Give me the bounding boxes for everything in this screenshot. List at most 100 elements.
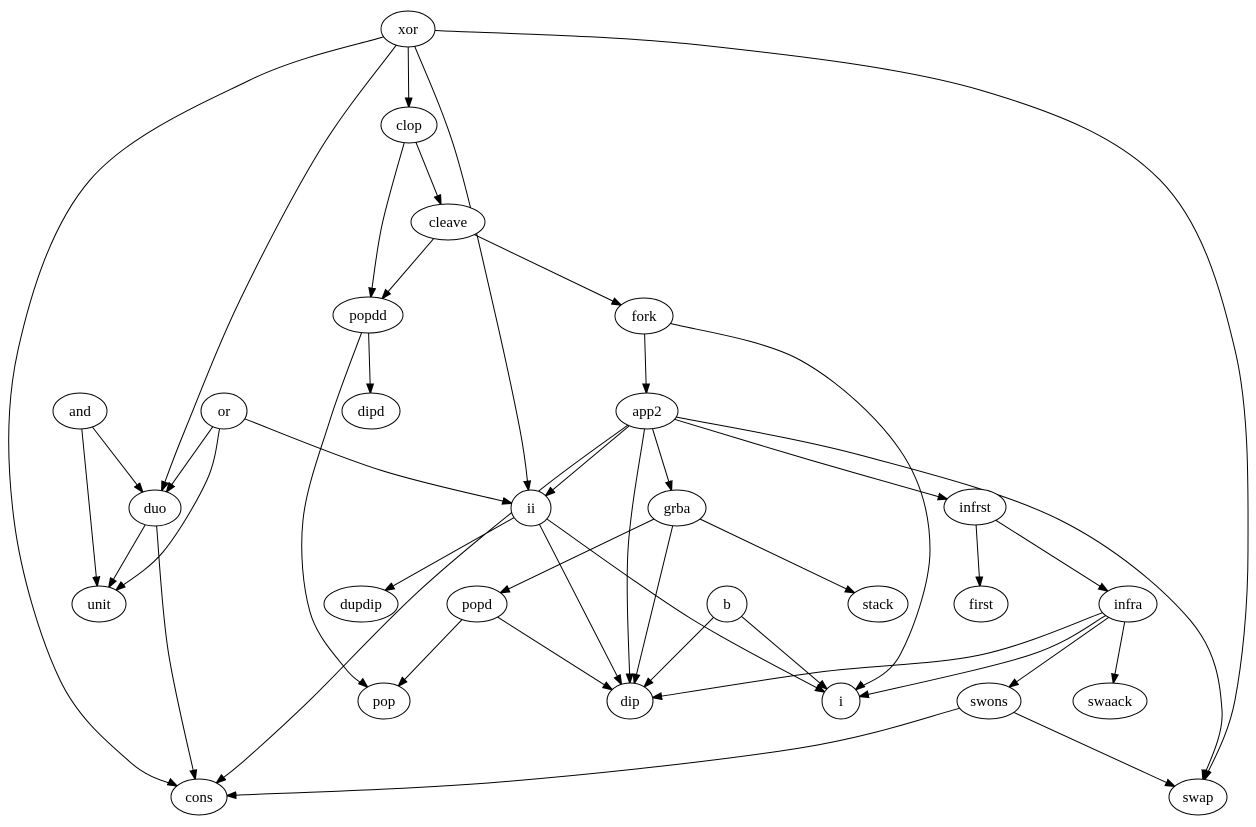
edge-infra-swons: [1009, 616, 1109, 687]
node-label-first: first: [969, 597, 994, 613]
node-first: first: [953, 585, 1009, 623]
node-ellipse-clop: [380, 106, 438, 144]
node-label-b: b: [723, 597, 731, 613]
node-label-pop: pop: [373, 694, 396, 710]
node-swap: swap: [1168, 778, 1228, 816]
node-ellipse-swap: [1168, 778, 1228, 816]
node-app2: app2: [615, 392, 679, 430]
node-label-duo: duo: [144, 501, 167, 517]
node-ellipse-ii: [510, 489, 552, 527]
edge-xor-ii: [414, 46, 529, 490]
node-fork: fork: [614, 297, 674, 335]
node-cons: cons: [170, 778, 228, 816]
edge-and-unit: [81, 428, 97, 586]
edge-app2-swap: [676, 416, 1223, 779]
node-label-xor: xor: [398, 22, 418, 38]
node-ellipse-and: [52, 392, 108, 430]
edge-app2-ii: [546, 425, 630, 496]
node-cleave: cleave: [410, 203, 486, 241]
node-label-grba: grba: [664, 501, 691, 517]
node-ellipse-pop: [357, 682, 411, 720]
node-ellipse-unit: [71, 585, 127, 623]
edge-infrst-first: [976, 524, 980, 586]
node-duo: duo: [128, 489, 182, 527]
edge-grba-popd: [500, 518, 655, 593]
node-ellipse-xor: [380, 10, 436, 48]
node-label-ii: ii: [527, 501, 535, 517]
node-ellipse-popdd: [332, 296, 404, 334]
node-ellipse-infra: [1098, 585, 1158, 623]
node-pop: pop: [357, 682, 411, 720]
node-ellipse-swaack: [1072, 682, 1148, 720]
edge-and-duo: [92, 426, 142, 492]
node-swons: swons: [956, 682, 1022, 720]
node-ellipse-i: [821, 682, 861, 720]
edge-swons-swap: [1013, 711, 1175, 786]
node-ellipse-grba: [647, 489, 707, 527]
edge-ii-i: [546, 518, 825, 692]
node-dupdip: dupdip: [323, 585, 399, 623]
edge-app2-cons: [217, 424, 629, 783]
node-ellipse-dupdip: [323, 585, 399, 623]
node-label-popdd: popdd: [349, 308, 387, 324]
node-label-unit: unit: [87, 597, 111, 613]
node-label-cleave: cleave: [429, 215, 468, 231]
edge-fork-app2: [645, 333, 647, 393]
node-ellipse-infrst: [943, 488, 1007, 526]
edge-ii-dupdip: [385, 517, 515, 591]
edge-b-dip: [644, 617, 714, 686]
node-or: or: [200, 392, 248, 430]
edge-fork-i: [670, 322, 931, 689]
edge-popd-pop: [398, 619, 463, 686]
node-label-i: i: [839, 694, 843, 710]
node-ellipse-cons: [170, 778, 228, 816]
node-swaack: swaack: [1072, 682, 1148, 720]
node-ellipse-or: [200, 392, 248, 430]
node-ellipse-popd: [446, 585, 508, 623]
node-popdd: popdd: [332, 296, 404, 334]
edge-swons-cons: [227, 707, 960, 795]
edge-ii-dip: [538, 524, 621, 684]
node-grba: grba: [647, 489, 707, 527]
edge-cleave-popdd: [382, 238, 435, 299]
node-ellipse-stack: [847, 585, 909, 623]
node-ellipse-swons: [956, 682, 1022, 720]
edge-xor-duo: [162, 44, 397, 490]
edge-app2-grba: [652, 428, 672, 491]
node-ellipse-b: [706, 585, 748, 623]
node-popd: popd: [446, 585, 508, 623]
node-label-dipd: dipd: [358, 404, 385, 420]
node-label-dupdip: dupdip: [340, 597, 382, 613]
node-label-and: and: [69, 404, 91, 420]
node-label-infra: infra: [1114, 597, 1143, 613]
edge-duo-cons: [156, 525, 196, 779]
node-label-infrst: infrst: [959, 500, 991, 516]
node-infrst: infrst: [943, 488, 1007, 526]
node-ellipse-duo: [128, 489, 182, 527]
edge-xor-cons: [8, 36, 384, 786]
edge-infra-i: [859, 615, 1107, 697]
edge-infra-dip: [653, 612, 1103, 698]
node-infra: infra: [1098, 585, 1158, 623]
edge-infra-swaack: [1113, 621, 1126, 683]
edge-xor-clop: [408, 46, 409, 107]
edge-popdd-pop: [301, 332, 368, 687]
node-label-popd: popd: [462, 597, 493, 613]
node-ii: ii: [510, 489, 552, 527]
edge-app2-dip: [627, 428, 645, 683]
node-label-clop: clop: [396, 118, 422, 134]
node-xor: xor: [380, 10, 436, 48]
edge-xor-swap: [434, 30, 1249, 780]
node-label-stack: stack: [863, 597, 894, 613]
node-ellipse-app2: [615, 392, 679, 430]
edge-popd-dip: [497, 616, 612, 690]
edge-or-ii: [244, 418, 512, 503]
node-b: b: [706, 585, 748, 623]
node-label-cons: cons: [185, 790, 213, 806]
edge-grba-dip: [634, 525, 674, 684]
edge-clop-cleave: [415, 142, 441, 204]
edge-or-unit: [116, 428, 221, 590]
node-dipd: dipd: [341, 392, 401, 430]
